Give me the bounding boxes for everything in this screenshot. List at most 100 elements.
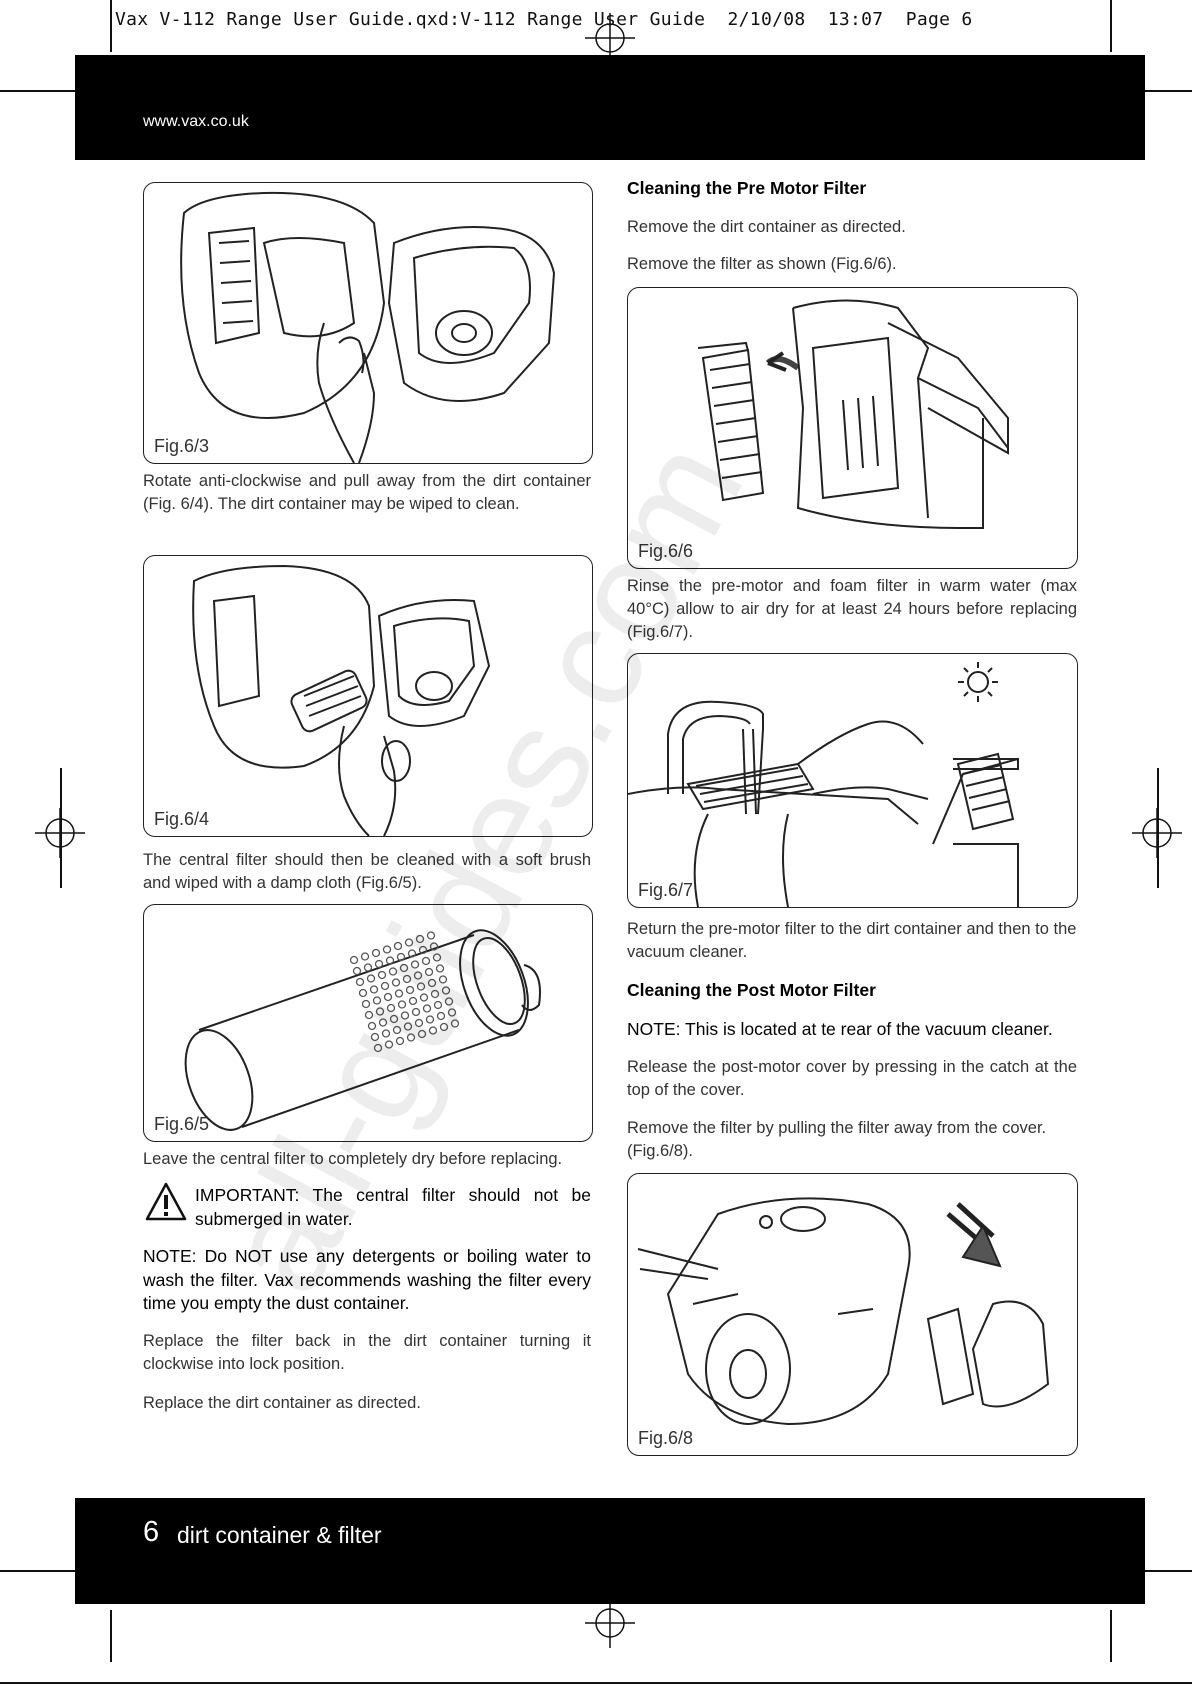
filter-hole	[421, 956, 431, 966]
post-motor-filter-removal-illustration	[637, 1197, 1050, 1426]
note-detergents: NOTE: Do NOT use any detergents or boili…	[143, 1246, 591, 1313]
filter-hole	[419, 993, 429, 1002]
filter-hole	[428, 1026, 438, 1035]
central-filter-removal-illustration	[192, 564, 491, 836]
paragraph-remove-post-filter: Remove the filter by pulling the filter …	[627, 1119, 1047, 1160]
section-title: dirt container & filter	[177, 1522, 382, 1548]
crop-mark	[1130, 1570, 1192, 1572]
filter-hole	[405, 985, 415, 995]
filter-hole	[397, 1000, 407, 1009]
filter-hole	[402, 974, 412, 984]
figure-6-5: Fig.6/5	[143, 904, 593, 1142]
crop-mark	[110, 0, 112, 52]
crop-mark	[1157, 768, 1159, 888]
watermark: all-guides.com	[190, 416, 990, 1440]
crop-mark	[0, 1570, 85, 1572]
filter-hole	[411, 1007, 421, 1017]
filter-hole	[383, 992, 393, 1002]
filter-hole	[424, 967, 434, 977]
filter-hole	[377, 970, 387, 980]
registration-mark-top	[585, 13, 635, 63]
paragraph-rotate: Rotate anti-clockwise and pull away from…	[143, 472, 591, 513]
crop-mark	[60, 768, 62, 888]
paragraph-remove-container: Remove the dirt container as directed.	[627, 218, 906, 236]
filter-hole	[364, 1010, 374, 1020]
filter-hole	[415, 934, 425, 944]
figure-6-6: Fig.6/6	[627, 287, 1078, 569]
filter-hole	[378, 1018, 388, 1027]
filter-hole	[429, 942, 439, 951]
filter-hole	[433, 1000, 443, 1010]
filter-hole	[373, 1043, 383, 1053]
important-notice: IMPORTANT: The central filter should not…	[195, 1185, 591, 1229]
filter-hole	[407, 949, 417, 958]
paragraph-replace-container: Replace the dirt container as directed.	[143, 1394, 421, 1412]
header-bar: www.vax.co.uk	[75, 55, 1145, 160]
filter-hole	[426, 931, 436, 940]
filter-hole	[349, 955, 359, 965]
filter-hole	[366, 974, 376, 983]
paragraph-rinse: Rinse the pre-motor and foam filter in w…	[627, 577, 1077, 641]
filter-hole	[393, 941, 403, 951]
central-filter-illustration	[184, 929, 541, 1131]
filter-hole	[372, 996, 382, 1005]
filter-hole	[389, 1014, 399, 1024]
filter-hole	[408, 996, 418, 1006]
figure-label: Fig.6/6	[638, 541, 694, 561]
filter-hole	[425, 1015, 435, 1024]
filter-hole	[418, 945, 428, 955]
paragraph-return: Return the pre-motor filter to the dirt …	[627, 920, 1077, 961]
figure-6-4: Fig.6/4	[143, 555, 593, 837]
filter-hole	[386, 1003, 396, 1013]
filter-hole	[352, 966, 362, 976]
filter-hole	[436, 1011, 446, 1021]
filter-hole	[363, 963, 373, 972]
figure-6-3: Fig.6/3	[143, 182, 593, 464]
filter-hole	[392, 1025, 402, 1035]
figure-label: Fig.6/7	[638, 880, 694, 900]
crop-mark	[1130, 90, 1192, 92]
warning-triangle-icon	[145, 1182, 187, 1221]
filter-hole	[413, 971, 423, 980]
filter-hole	[381, 1029, 391, 1038]
paragraph-central-filter: The central filter should then be cleane…	[143, 851, 591, 892]
filter-hole	[395, 1036, 405, 1046]
filter-hole	[417, 1029, 427, 1039]
filter-hole	[439, 1022, 449, 1032]
footer-bar: 6 dirt container & filter	[75, 1498, 1145, 1604]
figure-label: Fig.6/5	[154, 1114, 210, 1134]
heading-pre-motor-filter: Cleaning the Pre Motor Filter	[627, 178, 867, 198]
filter-hole	[385, 956, 395, 965]
crop-mark	[1110, 1610, 1112, 1662]
website-link[interactable]: www.vax.co.uk	[143, 113, 249, 130]
figure-label: Fig.6/3	[154, 436, 210, 456]
filter-hole	[414, 1018, 424, 1028]
figure-6-8: Fig.6/8	[627, 1173, 1078, 1456]
filter-hole	[367, 1021, 377, 1031]
filter-hole	[435, 964, 445, 973]
filter-hole	[360, 952, 370, 961]
crop-mark	[110, 1610, 112, 1662]
filter-hole	[355, 977, 365, 987]
filter-hole	[370, 1032, 380, 1042]
registration-mark-bottom	[585, 1598, 635, 1648]
filter-hole	[450, 1019, 460, 1028]
figure-6-7: Fig.6/7	[627, 653, 1078, 908]
filter-hole	[371, 948, 381, 958]
filter-hole	[400, 1011, 410, 1020]
page-number: 6	[143, 1516, 160, 1548]
paragraph-release-cover: Release the post-motor cover by pressing…	[627, 1058, 1077, 1099]
filter-hole	[361, 999, 371, 1009]
rinse-filter-illustration	[628, 662, 1019, 907]
filter-hole	[438, 975, 448, 984]
filter-hole	[403, 1022, 413, 1031]
filter-hole	[369, 985, 379, 994]
filter-hole	[394, 989, 404, 998]
filter-hole	[380, 981, 390, 991]
dirt-container-open-illustration	[180, 191, 556, 463]
figure-label: Fig.6/8	[638, 1428, 694, 1448]
paragraph-leave-dry: Leave the central filter to completely d…	[143, 1150, 563, 1168]
figure-label: Fig.6/4	[154, 809, 210, 829]
crop-mark	[1110, 0, 1112, 52]
filter-hole	[410, 960, 420, 969]
